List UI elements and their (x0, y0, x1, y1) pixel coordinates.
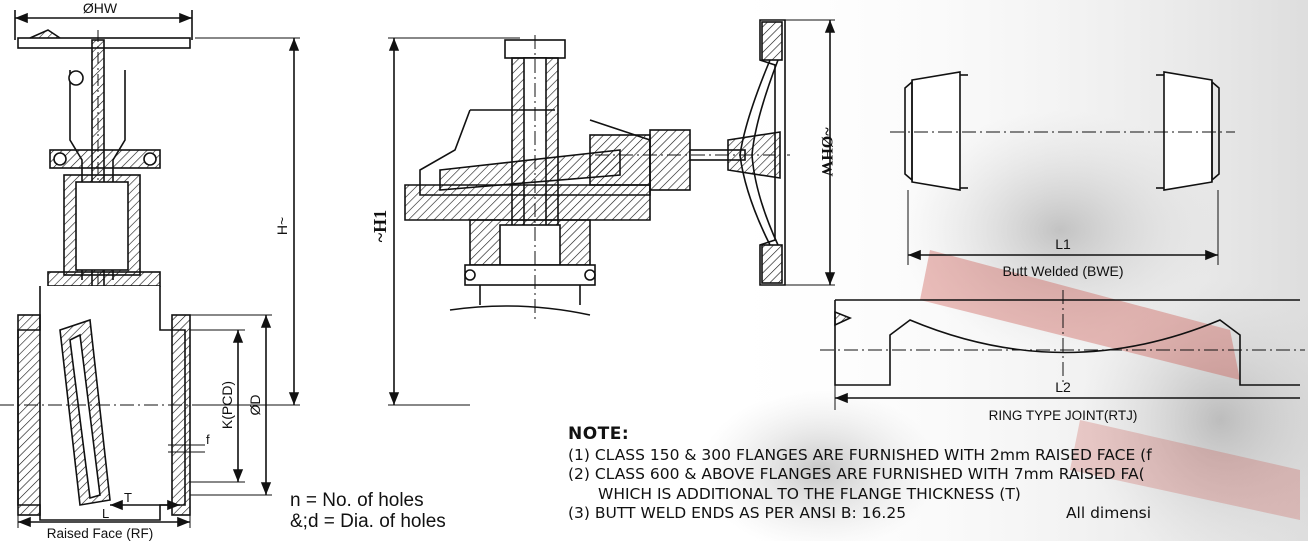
handwheel-diameter-side-label: ~ØHW (818, 127, 835, 176)
holes-diameter-legend: &;d = Dia. of holes (290, 511, 446, 532)
raised-face-label: f (206, 432, 210, 447)
notes-title: NOTE: (568, 425, 630, 444)
thickness-label: T (124, 490, 132, 505)
outer-diameter-label: ØD (247, 395, 263, 416)
note-line-2-continued: WHICH IS ADDITIONAL TO THE FLANGE THICKN… (598, 484, 1021, 503)
gear-operator-section-view (388, 35, 790, 406)
handwheel-diameter-label: ØHW (83, 0, 118, 16)
butt-welded-end-view (890, 71, 1235, 265)
note-line-1: (1) CLASS 150 & 300 FLANGES ARE FURNISHE… (568, 445, 1152, 464)
notes-block: NOTE: (1) CLASS 150 & 300 FLANGES ARE FU… (568, 425, 1308, 541)
ring-type-joint-view (820, 290, 1305, 410)
note-line-3: (3) BUTT WELD ENDS AS PER ANSI B: 16.25 … (568, 504, 1308, 524)
note-line-2: (2) CLASS 600 & ABOVE FLANGES ARE FURNIS… (568, 465, 1145, 483)
butt-weld-caption: Butt Welded (BWE) (1002, 263, 1123, 279)
note-line-3-text: (3) BUTT WELD ENDS AS PER ANSI B: 16.25 (568, 504, 907, 522)
handwheel-side-view (727, 19, 836, 286)
note-trailing-text: All dimensi (1065, 504, 1152, 522)
ring-joint-length-label: L2 (1055, 379, 1071, 395)
holes-count-legend: n = No. of holes (290, 490, 424, 511)
middle-height-label: ~H1 (370, 210, 390, 242)
gate-valve-section-view (0, 10, 300, 528)
raised-face-caption: Raised Face (RF) (47, 526, 154, 541)
height-label: H~ (274, 217, 290, 235)
butt-weld-length-label: L1 (1055, 236, 1071, 252)
holes-legend: n = No. of holes &;d = Dia. of holes (290, 490, 446, 532)
ring-joint-caption: RING TYPE JOINT(RTJ) (989, 408, 1138, 423)
length-label: L (102, 506, 109, 521)
pcd-label: K(PCD) (219, 381, 235, 429)
